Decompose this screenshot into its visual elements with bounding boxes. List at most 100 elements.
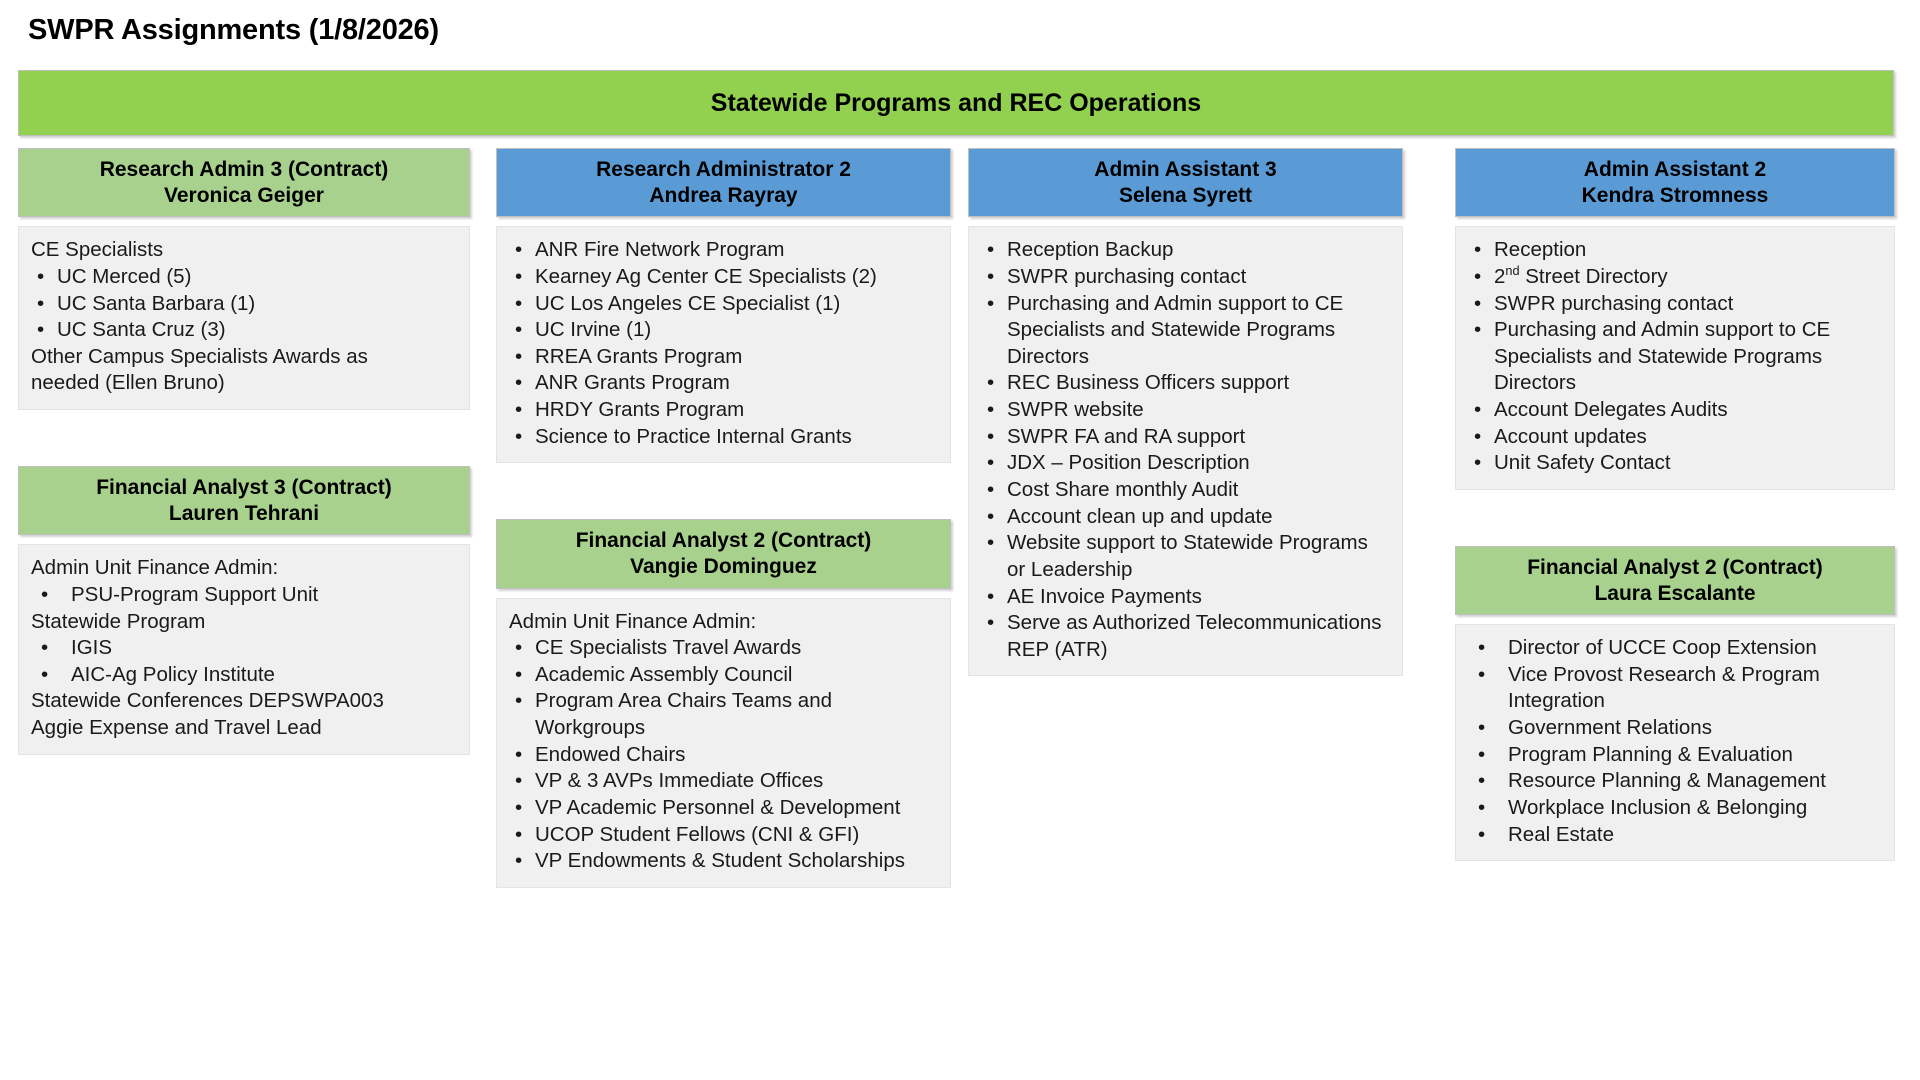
- role-title: Research Administrator 2: [596, 158, 851, 181]
- role-title: Admin Assistant 3: [1094, 158, 1277, 181]
- detail-bullet-item: SWPR FA and RA support: [981, 424, 1390, 451]
- detail-bullet-item: UC Los Angeles CE Specialist (1): [509, 291, 938, 318]
- detail-bullet-item: REC Business Officers support: [981, 370, 1390, 397]
- detail-bullet-item: CE Specialists Travel Awards: [509, 635, 938, 662]
- detail-bullet-item: Vice Provost Research & Program Integrat…: [1468, 662, 1882, 715]
- detail-bullet-item: Serve as Authorized Telecommunications R…: [981, 610, 1390, 663]
- detail-bullet-item: VP & 3 AVPs Immediate Offices: [509, 768, 938, 795]
- card-spacer: [18, 410, 470, 466]
- detail-bullet-list: ANR Fire Network ProgramKearney Ag Cente…: [509, 237, 938, 450]
- detail-text-line: Statewide Program: [31, 609, 206, 633]
- detail-bullet-item: SWPR purchasing contact: [981, 264, 1390, 291]
- detail-bullet-item: Cost Share monthly Audit: [981, 477, 1390, 504]
- role-title: Research Admin 3 (Contract): [99, 158, 389, 181]
- detail-box-admin-assistant-3: Reception BackupSWPR purchasing contactP…: [968, 226, 1403, 677]
- detail-bullet-item: Resource Planning & Management: [1468, 768, 1882, 795]
- detail-bullet-list: IGISAIC-Ag Policy Institute: [31, 635, 457, 688]
- role-title: Financial Analyst 3 (Contract): [96, 476, 392, 500]
- detail-bullet-item: Reception: [1468, 237, 1882, 264]
- detail-bullet-item: Website support to Statewide Programs or…: [981, 530, 1390, 583]
- detail-text-line: Statewide Conferences DEPSWPA003: [31, 689, 384, 713]
- detail-bullet-item: Real Estate: [1468, 822, 1882, 849]
- detail-bullet-item: Director of UCCE Coop Extension: [1468, 635, 1882, 662]
- detail-box-research-admin-3: CE SpecialistsUC Merced (5)UC Santa Barb…: [18, 226, 470, 411]
- detail-bullet-item: VP Endowments & Student Scholarships: [509, 848, 938, 875]
- detail-bullet-list: UC Merced (5)UC Santa Barbara (1)UC Sant…: [31, 264, 457, 344]
- detail-text-line: Admin Unit Finance Admin:: [31, 556, 279, 580]
- detail-bullet-item: Account updates: [1468, 424, 1882, 451]
- top-banner: Statewide Programs and REC Operations: [18, 70, 1894, 136]
- detail-bullet-item: Purchasing and Admin support to CE Speci…: [1468, 317, 1882, 397]
- detail-bullet-item: JDX – Position Description: [981, 450, 1390, 477]
- detail-text-line: needed (Ellen Bruno): [31, 371, 225, 395]
- detail-bullet-item: Account Delegates Audits: [1468, 397, 1882, 424]
- detail-bullet-item: Program Planning & Evaluation: [1468, 742, 1882, 769]
- detail-bullet-item: Account clean up and update: [981, 504, 1390, 531]
- detail-box-financial-analyst-3: Admin Unit Finance Admin:PSU-Program Sup…: [18, 544, 470, 755]
- detail-bullet-list: Reception BackupSWPR purchasing contactP…: [981, 237, 1390, 663]
- role-title: Financial Analyst 2 (Contract): [575, 529, 872, 553]
- detail-bullet-item: UC Santa Cruz (3): [31, 317, 457, 344]
- role-name: Laura Escalante: [1594, 581, 1756, 605]
- role-name: Kendra Stromness: [1581, 183, 1769, 207]
- top-banner-label: Statewide Programs and REC Operations: [710, 88, 1202, 117]
- detail-bullet-item: UC Santa Barbara (1): [31, 291, 457, 318]
- role-name: Andrea Rayray: [649, 183, 798, 207]
- role-title: Admin Assistant 2: [1583, 158, 1767, 181]
- detail-bullet-list: Director of UCCE Coop ExtensionVice Prov…: [1468, 635, 1882, 848]
- detail-bullet-list: PSU-Program Support Unit: [31, 582, 457, 609]
- detail-bullet-item: VP Academic Personnel & Development: [509, 795, 938, 822]
- column-1: Research Admin 3 (Contract)Veronica Geig…: [18, 148, 470, 755]
- detail-bullet-item: UC Merced (5): [31, 264, 457, 291]
- detail-bullet-item: AE Invoice Payments: [981, 584, 1390, 611]
- detail-bullet-item: Kearney Ag Center CE Specialists (2): [509, 264, 938, 291]
- detail-text-line: Admin Unit Finance Admin:: [509, 609, 757, 633]
- detail-bullet-item: Workplace Inclusion & Belonging: [1468, 795, 1882, 822]
- detail-bullet-list: Reception2nd Street DirectorySWPR purcha…: [1468, 237, 1882, 477]
- detail-bullet-item: Reception Backup: [981, 237, 1390, 264]
- detail-box-research-administrator-2: ANR Fire Network ProgramKearney Ag Cente…: [496, 226, 951, 464]
- role-header-financial-analyst-3: Financial Analyst 3 (Contract)Lauren Teh…: [18, 466, 470, 536]
- role-title: Financial Analyst 2 (Contract): [1527, 555, 1823, 579]
- detail-bullet-item: PSU-Program Support Unit: [31, 582, 457, 609]
- detail-bullet-item: 2nd Street Directory: [1468, 264, 1882, 291]
- detail-box-financial-analyst-2-laura: Director of UCCE Coop ExtensionVice Prov…: [1455, 624, 1895, 862]
- role-name: Lauren Tehrani: [168, 501, 320, 525]
- detail-box-admin-assistant-2: Reception2nd Street DirectorySWPR purcha…: [1455, 226, 1895, 490]
- detail-bullet-item: Academic Assembly Council: [509, 662, 938, 689]
- detail-bullet-item: UCOP Student Fellows (CNI & GFI): [509, 822, 938, 849]
- detail-bullet-item: Endowed Chairs: [509, 742, 938, 769]
- detail-bullet-item: SWPR purchasing contact: [1468, 291, 1882, 318]
- role-header-financial-analyst-2-vangie: Financial Analyst 2 (Contract)Vangie Dom…: [496, 519, 951, 589]
- detail-bullet-item: Unit Safety Contact: [1468, 450, 1882, 477]
- detail-box-financial-analyst-2-vangie: Admin Unit Finance Admin:CE Specialists …: [496, 597, 951, 888]
- detail-bullet-item: ANR Grants Program: [509, 370, 938, 397]
- detail-text-line: Aggie Expense and Travel Lead: [31, 716, 322, 740]
- card-spacer: [1455, 490, 1895, 546]
- detail-text-line: CE Specialists: [31, 238, 164, 262]
- detail-bullet-item: Purchasing and Admin support to CE Speci…: [981, 291, 1390, 371]
- role-header-research-admin-3: Research Admin 3 (Contract)Veronica Geig…: [18, 148, 470, 218]
- ordinal-superscript: nd: [1505, 263, 1520, 279]
- detail-bullet-item: Program Area Chairs Teams and Workgroups: [509, 688, 938, 741]
- role-name: Veronica Geiger: [164, 183, 324, 207]
- detail-bullet-item: UC Irvine (1): [509, 317, 938, 344]
- page-title: SWPR Assignments (1/8/2026): [28, 14, 439, 46]
- detail-bullet-item: AIC-Ag Policy Institute: [31, 662, 457, 689]
- detail-bullet-item: SWPR website: [981, 397, 1390, 424]
- detail-bullet-list: CE Specialists Travel AwardsAcademic Ass…: [509, 635, 938, 875]
- card-spacer: [496, 463, 951, 519]
- detail-bullet-item: ANR Fire Network Program: [509, 237, 938, 264]
- detail-bullet-item: IGIS: [31, 635, 457, 662]
- role-name: Vangie Dominguez: [630, 554, 817, 578]
- detail-bullet-item: HRDY Grants Program: [509, 397, 938, 424]
- detail-bullet-item: Science to Practice Internal Grants: [509, 424, 938, 451]
- detail-bullet-item: RREA Grants Program: [509, 344, 938, 371]
